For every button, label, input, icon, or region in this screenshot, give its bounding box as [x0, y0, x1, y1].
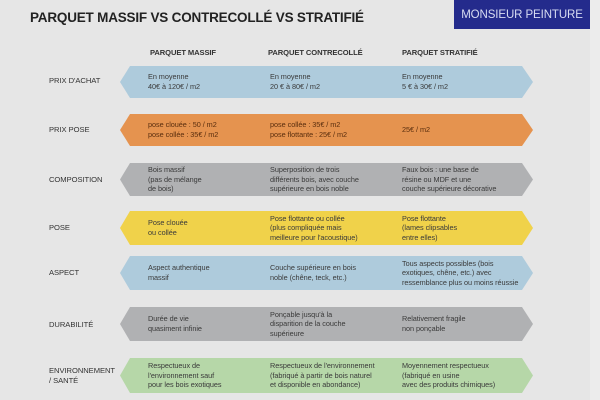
cell-stratifie: Faux bois : une base de résine ou MDF et… — [402, 165, 497, 194]
column-header-stratifie: PARQUET STRATIFIÉ — [402, 48, 478, 57]
cell-contrecolle: Couche supérieure en bois noble (chêne, … — [270, 263, 356, 282]
column-header-massif: PARQUET MASSIF — [150, 48, 216, 57]
row-label-prix-achat: PRIX D'ACHAT — [49, 76, 101, 85]
brand-name: MONSIEUR PEINTURE — [461, 8, 583, 21]
row-band-pose: Pose clouée ou collée Pose flottante ou … — [120, 211, 533, 245]
row-label-aspect: ASPECT — [49, 268, 80, 277]
cell-massif: Respectueux de l'environnement sauf pour… — [148, 361, 222, 390]
cell-contrecolle: Pose flottante ou collée (plus compliqué… — [270, 213, 358, 242]
row-band-composition: Bois massif (pas de mélange de bois) Sup… — [120, 163, 533, 196]
row-label-composition: COMPOSITION — [49, 175, 103, 184]
cell-contrecolle: Superposition de trois différents bois, … — [270, 165, 359, 194]
right-edge-strip — [590, 0, 600, 400]
cell-contrecolle: En moyenne 20 € à 80€ / m2 — [270, 72, 320, 91]
cell-stratifie: 25€ / m2 — [402, 125, 430, 135]
cell-stratifie: Moyennement respectueux (fabriqué en usi… — [402, 361, 496, 390]
row-label-prix-pose: PRIX POSE — [49, 125, 90, 134]
cell-massif: pose clouée : 50 / m2 pose collée : 35€ … — [148, 120, 219, 139]
cell-stratifie: Relativement fragile non ponçable — [402, 314, 466, 333]
column-header-contrecolle: PARQUET CONTRECOLLÉ — [268, 48, 363, 57]
cell-stratifie: Tous aspects possibles (bois exotiques, … — [402, 258, 519, 287]
page-title: PARQUET MASSIF VS CONTRECOLLÉ VS STRATIF… — [30, 10, 364, 25]
cell-stratifie: En moyenne 5 € à 30€ / m2 — [402, 72, 448, 91]
cell-contrecolle: Respectueux de l'environnement (fabriqué… — [270, 361, 375, 390]
brand-logo: MONSIEUR PEINTURE — [454, 0, 590, 29]
cell-massif: Pose clouée ou collée — [148, 218, 188, 237]
row-band-aspect: Aspect authentique massif Couche supérie… — [120, 256, 533, 290]
cell-stratifie: Pose flottante (lames clipsables entre e… — [402, 213, 458, 242]
row-band-prix-pose: pose clouée : 50 / m2 pose collée : 35€ … — [120, 114, 533, 146]
row-band-prix-achat: En moyenne 40€ à 120€ / m2 En moyenne 20… — [120, 66, 533, 98]
row-band-durabilite: Durée de vie quasiment infinie Ponçable … — [120, 307, 533, 341]
row-label-environnement-sante: ENVIRONNEMENT / SANTÉ — [49, 366, 116, 385]
row-band-environnement-sante: Respectueux de l'environnement sauf pour… — [120, 358, 533, 393]
cell-massif: Durée de vie quasiment infinie — [148, 314, 202, 333]
cell-massif: Aspect authentique massif — [148, 263, 210, 282]
cell-massif: En moyenne 40€ à 120€ / m2 — [148, 72, 200, 91]
cell-massif: Bois massif (pas de mélange de bois) — [148, 165, 202, 194]
cell-contrecolle: pose collée : 35€ / m2 pose flottante : … — [270, 120, 348, 139]
row-label-durabilite: DURABILITÉ — [49, 320, 94, 329]
row-label-pose: POSE — [49, 223, 70, 232]
cell-contrecolle: Ponçable jusqu'à la disparition de la co… — [270, 309, 346, 338]
